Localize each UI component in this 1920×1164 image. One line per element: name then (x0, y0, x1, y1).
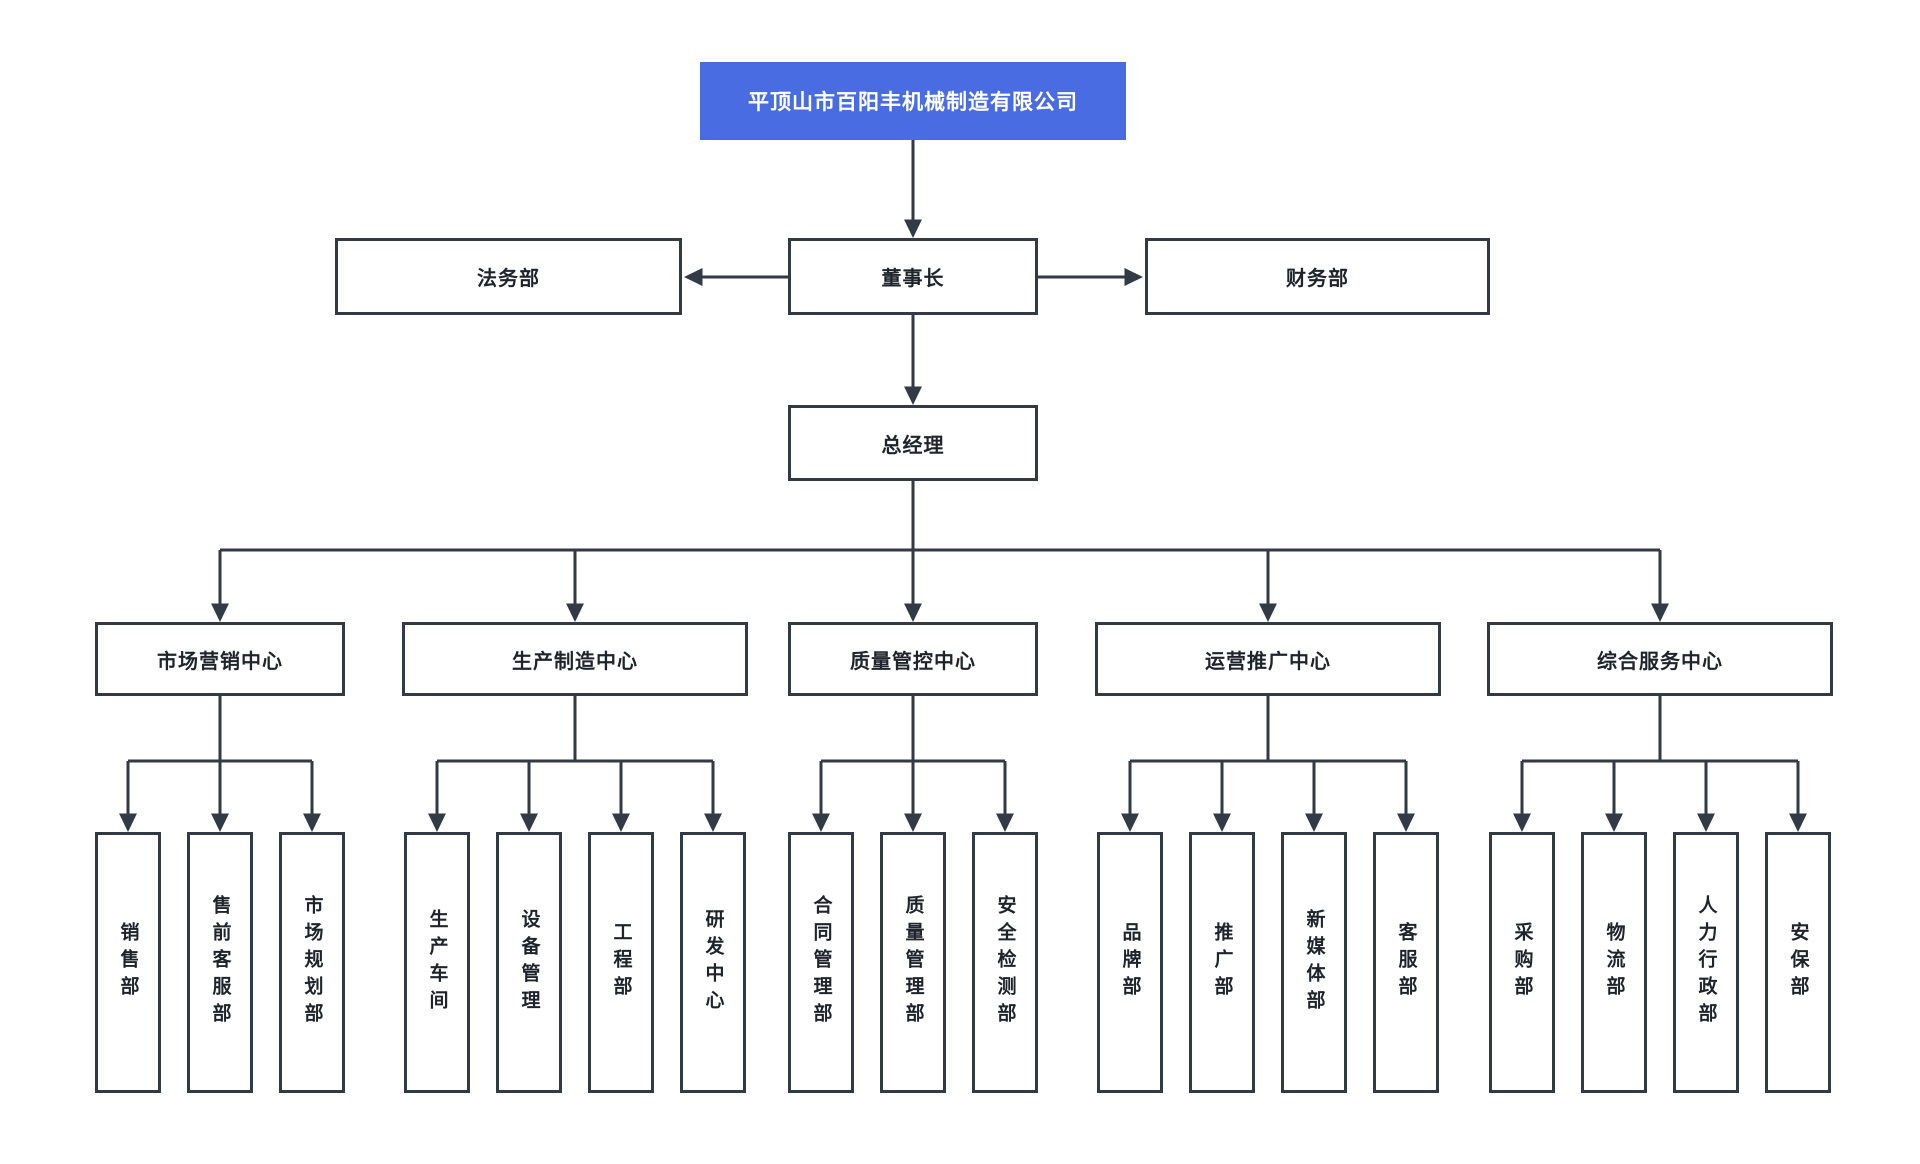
org-node-company-label: 平顶山市百阳丰机械制造有限公司 (748, 91, 1078, 114)
org-node-general-manager[interactable]: 总经理 (788, 405, 1038, 481)
org-node-dept-security-label: 安保部 (1787, 922, 1809, 1003)
org-node-center-operations-label: 运营推广中心 (1205, 650, 1331, 673)
org-node-dept-contract-management-label: 合同管理部 (810, 895, 832, 1030)
org-node-center-marketing-label: 市场营销中心 (157, 650, 283, 673)
org-node-dept-market-planning-label: 市场规划部 (301, 895, 323, 1030)
org-node-dept-security[interactable]: 安保部 (1765, 832, 1831, 1093)
org-node-dept-presales-service[interactable]: 售前客服部 (187, 832, 253, 1093)
org-node-chairman[interactable]: 董事长 (788, 238, 1038, 315)
org-node-dept-promotion[interactable]: 推广部 (1189, 832, 1255, 1093)
org-node-dept-logistics[interactable]: 物流部 (1581, 832, 1647, 1093)
org-node-dept-equipment-management[interactable]: 设备管理 (496, 832, 562, 1093)
org-node-dept-customer-service[interactable]: 客服部 (1373, 832, 1439, 1093)
org-node-dept-quality-management[interactable]: 质量管理部 (880, 832, 946, 1093)
org-node-dept-brand[interactable]: 品牌部 (1097, 832, 1163, 1093)
org-node-dept-engineering[interactable]: 工程部 (588, 832, 654, 1093)
org-node-dept-logistics-label: 物流部 (1603, 922, 1625, 1003)
org-node-dept-promotion-label: 推广部 (1211, 922, 1233, 1003)
org-node-company[interactable]: 平顶山市百阳丰机械制造有限公司 (700, 62, 1126, 140)
org-node-dept-rnd-center[interactable]: 研发中心 (680, 832, 746, 1093)
org-node-dept-sales-label: 销售部 (117, 922, 139, 1003)
org-node-dept-procurement-label: 采购部 (1511, 922, 1533, 1003)
org-node-dept-market-planning[interactable]: 市场规划部 (279, 832, 345, 1093)
org-node-chairman-label: 董事长 (881, 268, 945, 290)
org-node-dept-engineering-label: 工程部 (610, 922, 632, 1003)
org-node-dept-new-media[interactable]: 新媒体部 (1281, 832, 1347, 1093)
org-node-dept-production-workshop[interactable]: 生产车间 (404, 832, 470, 1093)
org-node-legal[interactable]: 法务部 (335, 238, 682, 315)
org-node-dept-production-workshop-label: 生产车间 (426, 908, 448, 1017)
org-node-center-services-label: 综合服务中心 (1597, 650, 1723, 673)
org-node-finance[interactable]: 财务部 (1145, 238, 1490, 315)
org-node-dept-safety-inspection[interactable]: 安全检测部 (972, 832, 1038, 1093)
org-node-general-manager-label: 总经理 (881, 434, 945, 457)
org-node-dept-hr-admin[interactable]: 人力行政部 (1673, 832, 1739, 1093)
org-node-dept-hr-admin-label: 人力行政部 (1695, 895, 1717, 1030)
org-node-center-quality-label: 质量管控中心 (850, 650, 976, 673)
org-node-center-operations[interactable]: 运营推广中心 (1095, 622, 1441, 696)
org-node-dept-customer-service-label: 客服部 (1395, 922, 1417, 1003)
org-node-center-services[interactable]: 综合服务中心 (1487, 622, 1833, 696)
org-node-finance-label: 财务部 (1286, 268, 1349, 290)
org-node-dept-brand-label: 品牌部 (1119, 922, 1141, 1003)
org-node-dept-presales-service-label: 售前客服部 (209, 895, 231, 1030)
org-node-dept-contract-management[interactable]: 合同管理部 (788, 832, 854, 1093)
org-node-dept-procurement[interactable]: 采购部 (1489, 832, 1555, 1093)
org-node-dept-quality-management-label: 质量管理部 (902, 895, 924, 1030)
org-node-dept-new-media-label: 新媒体部 (1303, 908, 1325, 1017)
org-node-dept-sales[interactable]: 销售部 (95, 832, 161, 1093)
org-node-dept-rnd-center-label: 研发中心 (702, 908, 724, 1017)
org-node-center-production[interactable]: 生产制造中心 (402, 622, 748, 696)
org-node-center-quality[interactable]: 质量管控中心 (788, 622, 1038, 696)
org-node-dept-equipment-management-label: 设备管理 (518, 908, 540, 1017)
org-node-center-marketing[interactable]: 市场营销中心 (95, 622, 345, 696)
org-node-dept-safety-inspection-label: 安全检测部 (994, 895, 1016, 1030)
org-node-legal-label: 法务部 (477, 268, 540, 290)
org-node-center-production-label: 生产制造中心 (512, 650, 638, 673)
